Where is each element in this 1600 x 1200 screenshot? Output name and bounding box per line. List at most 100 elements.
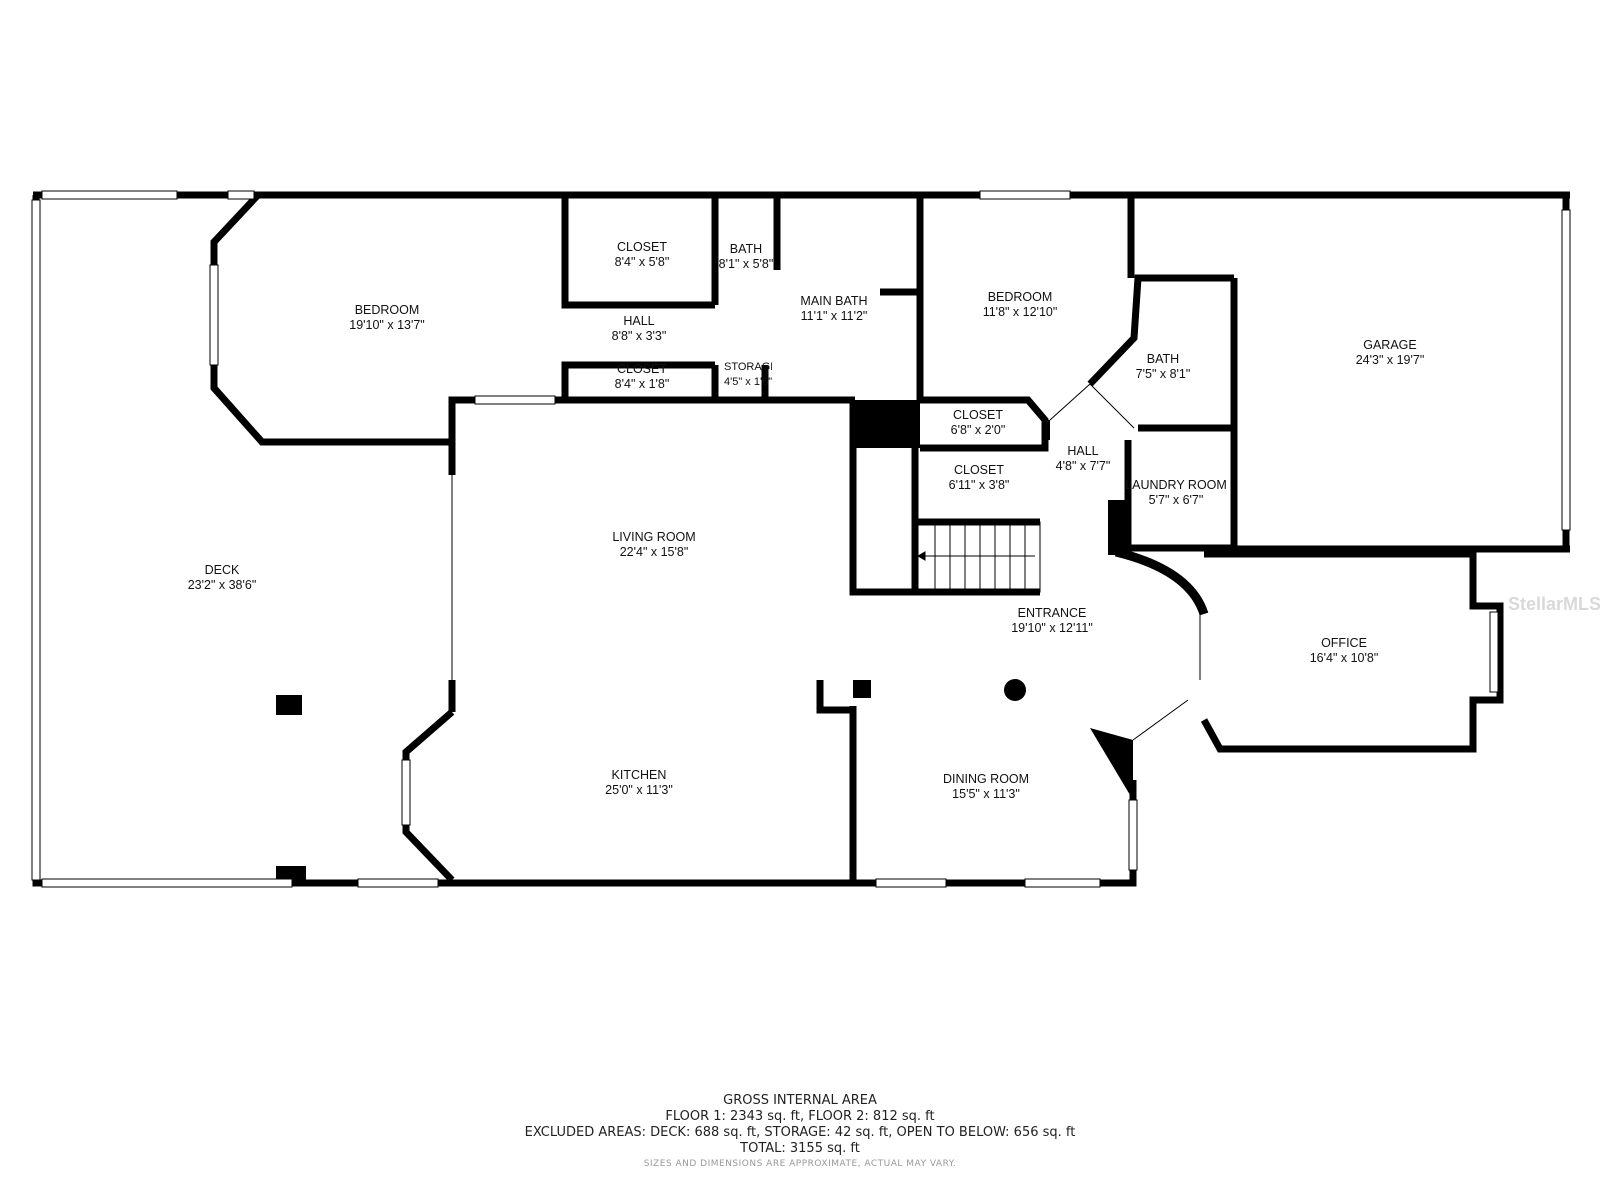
room-closet-3: CLOSET 6'8" x 2'0" <box>951 408 1006 438</box>
entrance-diag <box>1132 699 1189 741</box>
stair-arrow-head <box>916 551 926 561</box>
laundry-corner <box>1108 500 1128 555</box>
room-bedroom-1: BEDROOM 19'10" x 13'7" <box>349 303 425 333</box>
wall-office <box>1200 550 1504 753</box>
room-dims: 8'4" x 1'8" <box>614 377 670 391</box>
room-bath-1: BATH 8'1" x 5'8" <box>719 242 774 272</box>
room-dims: 15'5" x 11'3" <box>952 787 1020 801</box>
room-dims: 22'4" x 15'8" <box>619 545 689 559</box>
room-closet-4: CLOSET 6'11" x 3'8" <box>949 463 1010 493</box>
room-name: BATH <box>1146 352 1180 366</box>
wall-kitchen-bay <box>402 709 455 883</box>
summary-title: GROSS INTERNAL AREA <box>723 1093 877 1108</box>
room-dims: 8'1" x 5'8" <box>718 257 774 271</box>
room-name: ENTRANCE <box>1017 606 1087 620</box>
room-name: LAUNDRY ROOM <box>1125 478 1227 492</box>
wall-bedroom1-right <box>448 396 855 475</box>
window-living-top <box>474 395 556 405</box>
window-office-right <box>1489 611 1499 693</box>
hall-diag-1 <box>1049 383 1091 421</box>
room-name: HALL <box>1067 444 1099 458</box>
room-name: MAIN BATH <box>800 294 868 308</box>
room-dims: 6'11" x 3'8" <box>948 478 1010 492</box>
wall-dining-post <box>816 680 853 714</box>
window-garage-right <box>1561 209 1571 531</box>
wall-dining-right <box>455 780 1137 887</box>
room-dims: 7'5" x 8'1" <box>1135 367 1191 381</box>
room-name: STORAGE <box>724 361 772 373</box>
room-bedroom-2: BEDROOM 11'8" x 12'10" <box>983 290 1058 320</box>
wall-closet2 <box>561 361 715 400</box>
room-kitchen: KITCHEN 25'0" x 11'3" <box>605 768 673 798</box>
room-living: LIVING ROOM 22'4" x 15'8" <box>612 530 695 560</box>
wall-closet1 <box>561 195 715 309</box>
area-summary: GROSS INTERNAL AREA FLOOR 1: 2343 sq. ft… <box>0 1093 1600 1171</box>
room-name: CLOSET <box>616 240 667 254</box>
room-dims: 4'5" x 1'6" <box>724 376 772 388</box>
room-main-bath: MAIN BATH 11'1" x 11'2" <box>800 294 867 324</box>
room-entrance: ENTRANCE 19'10" x 12'11" <box>1011 606 1093 636</box>
room-dims: 11'8" x 12'10" <box>982 305 1058 319</box>
summary-disclaimer: SIZES AND DIMENSIONS ARE APPROXIMATE, AC… <box>643 1159 957 1169</box>
room-name: CLOSET <box>616 362 667 376</box>
room-bath-2: BATH 7'5" x 8'1" <box>1136 352 1191 382</box>
window-deck-bottom <box>41 878 293 888</box>
hall-diag-2 <box>1089 383 1135 429</box>
window-deck-bottom-2 <box>357 878 439 888</box>
room-name: DECK <box>204 563 240 577</box>
wall-entrance-curve <box>1114 547 1209 616</box>
solid-blocks <box>276 400 1133 886</box>
window-kitchen-bay <box>401 759 411 826</box>
room-dims: 19'10" x 13'7" <box>349 318 425 332</box>
summary-total: TOTAL: 3155 sq. ft <box>740 1141 860 1156</box>
room-hall-1: HALL 8'8" x 3'3" <box>612 314 667 344</box>
window-bedroom1-left <box>209 264 219 366</box>
room-dims: 6'8" x 2'0" <box>950 423 1006 437</box>
chimney-block <box>853 400 920 448</box>
summary-floors: FLOOR 1: 2343 sq. ft, FLOOR 2: 812 sq. f… <box>665 1109 935 1124</box>
room-name: KITCHEN <box>611 768 667 782</box>
room-dining: DINING ROOM 15'5" x 11'3" <box>943 772 1029 802</box>
room-dims: 4'8" x 7'7" <box>1055 459 1111 473</box>
room-dims: 23'2" x 38'6" <box>187 578 257 592</box>
room-deck: DECK 23'2" x 38'6" <box>188 563 257 593</box>
wall-bedroom1 <box>210 192 456 475</box>
windows <box>31 190 1571 888</box>
thin-lines <box>451 383 1201 741</box>
room-hall-2: HALL 4'8" x 7'7" <box>1056 444 1111 474</box>
room-dims: 8'8" x 3'3" <box>611 329 667 343</box>
column-block <box>853 680 871 698</box>
staircase <box>916 521 1041 593</box>
dining-corner <box>1090 728 1133 800</box>
room-closet-1: CLOSET 8'4" x 5'8" <box>615 240 670 270</box>
window-deck-top <box>41 190 178 200</box>
room-closet-2: CLOSET 8'4" x 1'8" <box>615 362 670 392</box>
room-laundry: LAUNDRY ROOM 5'7" x 6'7" <box>1125 478 1227 508</box>
room-name: LIVING ROOM <box>612 530 696 544</box>
wall-bath2 <box>1087 274 1234 387</box>
window-dining-bottom <box>875 878 947 888</box>
room-name: DINING ROOM <box>942 772 1030 786</box>
room-garage: GARAGE 24'3" x 19'7" <box>1356 338 1425 368</box>
window-deck-top-2 <box>227 190 255 200</box>
room-dims: 24'3" x 19'7" <box>1355 353 1425 367</box>
deck-post-1 <box>276 695 302 715</box>
room-name: BATH <box>729 242 763 256</box>
room-dims: 25'0" x 11'3" <box>605 783 673 797</box>
room-dims: 5'7" x 6'7" <box>1148 493 1204 507</box>
room-name: BEDROOM <box>987 290 1053 304</box>
window-bedroom2-top <box>979 190 1071 200</box>
room-name: HALL <box>623 314 655 328</box>
window-dining-bottom-2 <box>1024 878 1101 888</box>
summary-excluded: EXCLUDED AREAS: DECK: 688 sq. ft, STORAG… <box>524 1125 1076 1140</box>
hall-post <box>1043 420 1050 440</box>
room-name: BEDROOM <box>354 303 420 317</box>
room-dims: 8'4" x 5'8" <box>614 255 670 269</box>
watermark-logo: StellarMLS <box>1508 594 1600 614</box>
room-name: GARAGE <box>1363 338 1417 352</box>
room-dims: 11'1" x 11'2" <box>800 309 868 323</box>
room-storage: STORAGE 4'5" x 1'6" <box>724 360 772 390</box>
stair-outline <box>917 521 1041 593</box>
room-office: OFFICE 16'4" x 10'8" <box>1310 636 1379 666</box>
